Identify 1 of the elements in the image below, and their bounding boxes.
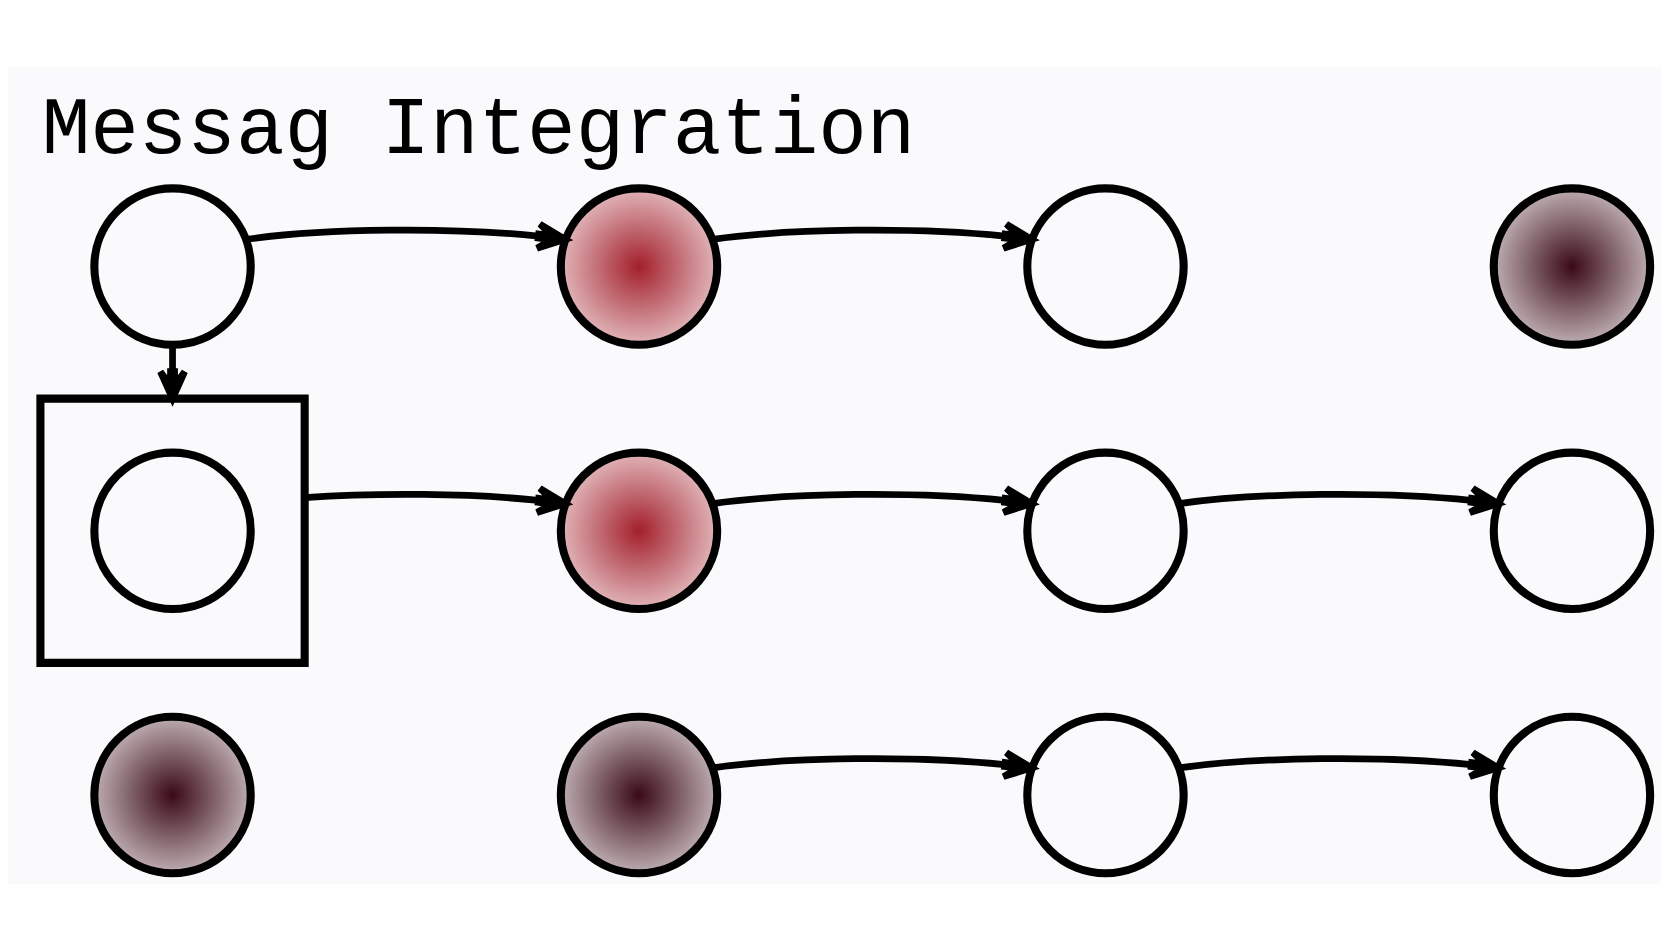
diagram-title: Messag Integration (41, 85, 916, 177)
